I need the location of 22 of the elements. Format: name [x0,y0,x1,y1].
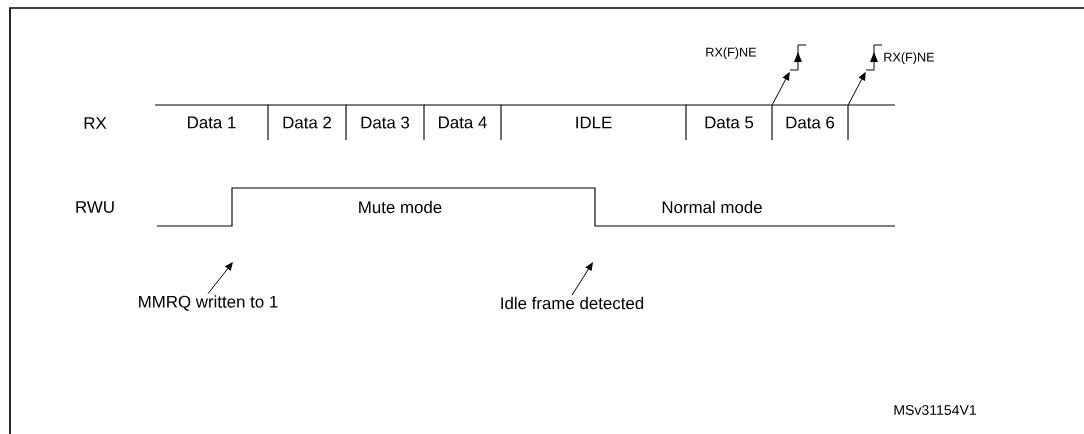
timing-cell: Data 3 [345,104,425,141]
annotation-text: MMRQ written to 1 [139,295,278,311]
state-label: Normal mode [662,200,762,214]
signal-name: RWU [76,201,114,213]
figure-id: MSv31154V1 [894,405,976,415]
timing-cell: Data 1 [154,104,269,141]
flag-label: RX(F)NE [884,52,935,65]
annotation-text: Idle frame detected [501,296,644,310]
state-label: Mute mode [359,200,442,214]
pulse-icon [865,44,883,71]
timing-cell: IDLE [500,104,687,141]
flag-label: RX(F)NE [706,47,757,60]
timing-cell: Data 4 [423,104,502,141]
timing-cell: Data 2 [267,104,347,141]
pulse-icon [789,44,807,71]
arrow [207,262,233,295]
timing-cell: Data 6 [771,104,849,141]
timing-cell: Data 5 [685,104,773,141]
arrow [847,72,866,106]
arrow [571,262,593,296]
signal-name: RX [84,117,107,129]
arrow [771,72,790,106]
